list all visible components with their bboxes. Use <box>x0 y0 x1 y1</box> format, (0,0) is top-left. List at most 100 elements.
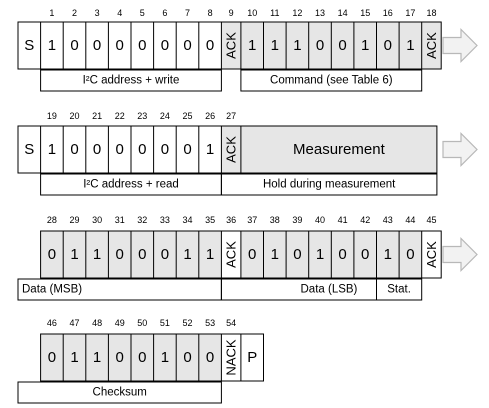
bit-number: 23 <box>137 111 147 121</box>
row2-frame <box>17 125 438 174</box>
bit-cell: 0 <box>138 349 146 366</box>
bit-cell: P <box>247 349 257 366</box>
bit-cell: 0 <box>93 141 101 158</box>
bit-number: 2 <box>72 8 77 18</box>
command-label-box <box>240 69 423 92</box>
bit-number: 6 <box>162 8 167 18</box>
bit-number: 32 <box>137 215 147 225</box>
stat-label-box <box>376 278 423 301</box>
bit-number: 29 <box>69 215 79 225</box>
bit-cell: 0 <box>293 246 301 263</box>
bit-cell: 1 <box>161 349 169 366</box>
bit-number: 16 <box>383 8 393 18</box>
bit-cell: 0 <box>384 37 392 54</box>
nack-cell: NACK <box>224 339 239 375</box>
bit-cell: 0 <box>161 37 169 54</box>
bit-number: 48 <box>92 318 102 328</box>
bit-number: 53 <box>205 318 215 328</box>
hold-label-box <box>220 173 438 196</box>
bit-number: 37 <box>247 215 257 225</box>
address-write-label: I²C address + write <box>83 75 180 87</box>
bit-cell: 1 <box>70 246 78 263</box>
bit-number: 14 <box>338 8 348 18</box>
bit-cell: 0 <box>70 141 78 158</box>
bit-cell: 1 <box>48 141 56 158</box>
checksum-label: Checksum <box>93 387 147 399</box>
bit-number: 5 <box>140 8 145 18</box>
continue-arrow-icon <box>442 28 478 63</box>
stat-label: Stat. <box>387 284 411 296</box>
row1-frame <box>17 21 442 70</box>
bit-number: 10 <box>247 8 257 18</box>
bit-cell: 1 <box>48 37 56 54</box>
ack-cell: ACK <box>224 32 239 59</box>
bit-cell: 1 <box>293 37 301 54</box>
bit-number: 7 <box>185 8 190 18</box>
bit-cell: 1 <box>183 246 191 263</box>
bit-cell: 0 <box>183 37 191 54</box>
command-label: Command (see Table 6) <box>270 75 393 87</box>
continue-arrow-icon <box>442 132 478 167</box>
bit-number: 38 <box>270 215 280 225</box>
bit-number: 50 <box>137 318 147 328</box>
bit-number: 54 <box>226 318 236 328</box>
bit-cell: 0 <box>183 141 191 158</box>
bit-cell: 0 <box>70 37 78 54</box>
bit-number: 12 <box>292 8 302 18</box>
bit-cell: 0 <box>116 37 124 54</box>
checksum-label-box <box>17 381 222 404</box>
bit-cell: 0 <box>138 141 146 158</box>
measurement-cell: Measurement <box>293 141 386 158</box>
address-write-label-box <box>40 69 222 92</box>
bit-cell: 0 <box>161 246 169 263</box>
bit-number: 43 <box>383 215 393 225</box>
bit-cell: 1 <box>316 246 324 263</box>
bit-number: 20 <box>69 111 79 121</box>
bit-cell: S <box>24 37 34 54</box>
bit-number: 35 <box>205 215 215 225</box>
bit-cell: S <box>24 141 34 158</box>
bit-number: 19 <box>47 111 57 121</box>
bit-number: 4 <box>117 8 122 18</box>
bit-cell: 1 <box>93 246 101 263</box>
ack-cell: ACK <box>424 241 439 268</box>
bit-cell: 1 <box>248 37 256 54</box>
bit-number: 49 <box>115 318 125 328</box>
bit-cell: 1 <box>206 246 214 263</box>
ack-shading <box>421 22 442 69</box>
bit-cell: 1 <box>271 246 279 263</box>
bit-cell: 1 <box>361 37 369 54</box>
ack-cell: ACK <box>224 241 239 268</box>
measurement-shading <box>240 126 437 173</box>
bit-number: 9 <box>229 8 234 18</box>
bit-number: 27 <box>226 111 236 121</box>
bit-cell: 0 <box>361 246 369 263</box>
bit-cell: 0 <box>316 37 324 54</box>
bit-cell: 1 <box>406 37 414 54</box>
bit-number: 11 <box>270 8 279 18</box>
bit-cell: 0 <box>116 349 124 366</box>
bit-number: 21 <box>92 111 102 121</box>
bit-cell: 0 <box>93 37 101 54</box>
hold-label: Hold during measurement <box>263 179 396 191</box>
bit-number: 47 <box>69 318 79 328</box>
ack-shading <box>221 126 241 173</box>
bit-number: 52 <box>182 318 192 328</box>
bit-cell: 0 <box>338 37 346 54</box>
bit-number: 25 <box>182 111 192 121</box>
data-lsb-label: Data (LSB) <box>301 284 358 296</box>
bit-number: 8 <box>208 8 213 18</box>
bit-cell: 0 <box>338 246 346 263</box>
ack-cell: ACK <box>424 32 439 59</box>
bit-number: 42 <box>360 215 370 225</box>
bit-cell: 1 <box>93 349 101 366</box>
bit-cell: 0 <box>248 246 256 263</box>
row4-frame <box>40 333 264 382</box>
bit-number: 39 <box>292 215 302 225</box>
bit-number: 26 <box>205 111 215 121</box>
bit-number: 46 <box>47 318 57 328</box>
bit-cell: 0 <box>183 349 191 366</box>
bit-number: 1 <box>49 8 54 18</box>
bit-number: 31 <box>115 215 125 225</box>
